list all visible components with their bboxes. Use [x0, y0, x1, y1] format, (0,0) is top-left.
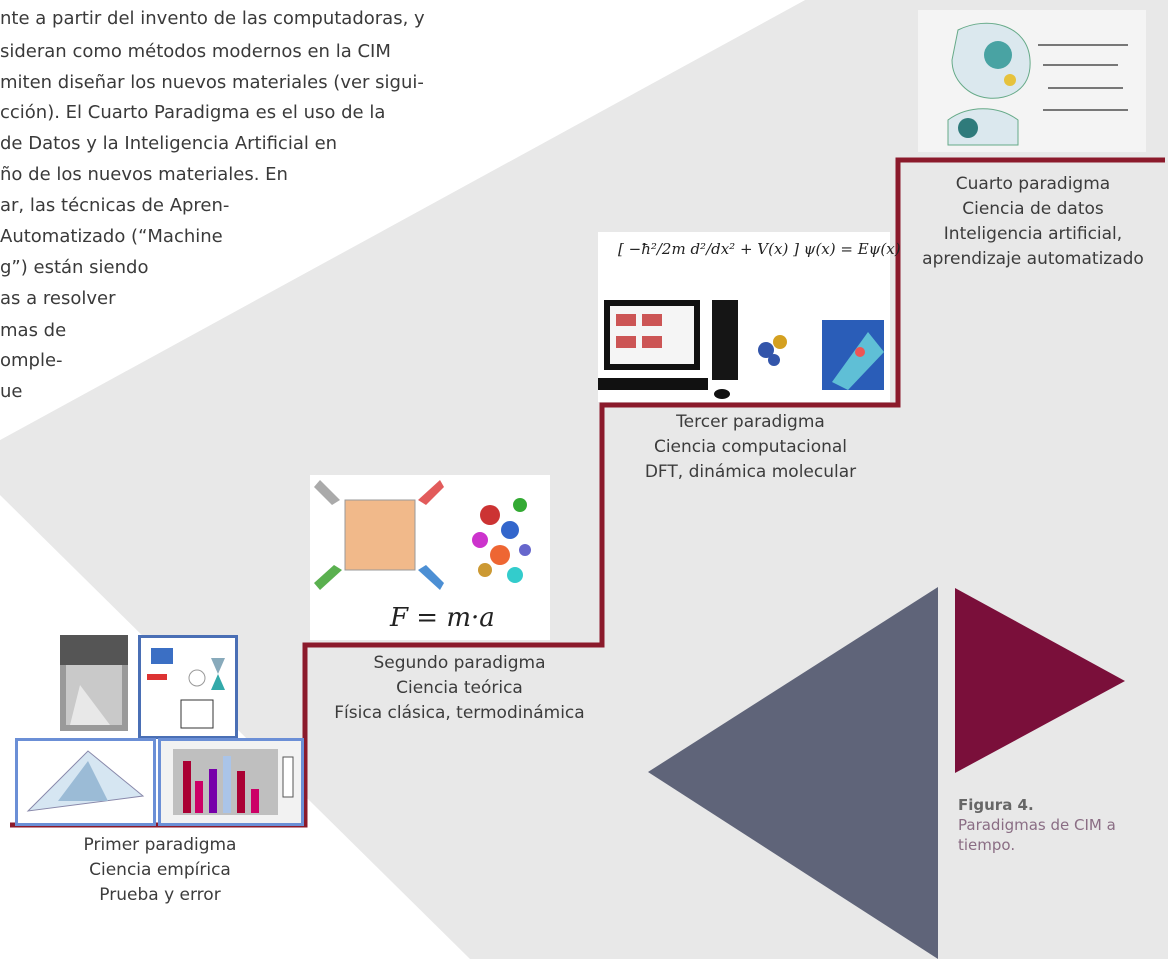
slate-triangle [648, 587, 938, 959]
paradigm-2-caption: Segundo paradigma Ciencia teórica Física… [312, 651, 607, 726]
body-line: miten diseñar los nuevos materiales (ver… [0, 72, 424, 93]
body-line: sideran como métodos modernos en la CIM [0, 41, 391, 62]
upper-left-white [0, 0, 805, 440]
triangle-diagram [15, 738, 156, 826]
experiment-photos [60, 635, 128, 731]
paradigm-4-caption: Cuarto paradigma Ciencia de datos Inteli… [902, 172, 1164, 272]
computer-workstation: [ −ħ²/2m d²/dx² + V(x) ] ψ(x) = Eψ(x) [598, 232, 901, 402]
body-line: Automatizado (“Machine [0, 226, 223, 247]
body-line: nte a partir del invento de las computad… [0, 8, 425, 29]
paradigm-1-line3: Prueba y error [99, 885, 221, 905]
paradigm-4-line2: Ciencia de datos [962, 199, 1104, 219]
body-line: ar, las técnicas de Apren- [0, 195, 230, 216]
body-line: ue [0, 381, 23, 402]
body-line: mas de [0, 320, 67, 341]
paradigm-4-line4: aprendizaje automatizado [922, 249, 1144, 269]
paradigm-2-name: Segundo paradigma [373, 653, 546, 673]
bar-chart-3d [158, 738, 304, 826]
newton-equation: F = m·a [390, 603, 495, 633]
figure-caption: Figura 4. Paradigmas de CIM a tiempo. [958, 795, 1116, 855]
body-line: as a resolver [0, 288, 116, 309]
paradigm-2-line3: Física clásica, termodinámica [334, 703, 585, 723]
body-line: ño de los nuevos materiales. En [0, 164, 288, 185]
paradigm-3-line2: Ciencia computacional [653, 437, 848, 457]
thermo-diagram-small [138, 635, 238, 739]
paradigm-4-name: Cuarto paradigma [955, 174, 1111, 194]
paradigm-1-caption: Primer paradigma Ciencia empírica Prueba… [65, 833, 255, 908]
paradigm-1-line2: Ciencia empírica [89, 860, 231, 880]
stair-line [10, 157, 1165, 828]
body-line: cción). El Cuarto Paradigma es el uso de… [0, 102, 386, 123]
paradigm-1-name: Primer paradigma [83, 835, 237, 855]
maroon-triangle [955, 588, 1125, 773]
figure-caption-line2: tiempo. [958, 836, 1016, 854]
body-line: omple- [0, 350, 63, 371]
molecule-cloud [472, 498, 531, 583]
body-line: g”) están siendo [0, 257, 149, 278]
paradigm-3-line3: DFT, dinámica molecular [644, 462, 857, 482]
schrodinger-equation: [ −ħ²/2m d²/dx² + V(x) ] ψ(x) = Eψ(x) [618, 240, 901, 258]
thermo-diagram: F = m·a [310, 475, 550, 640]
body-paragraph: nte a partir del invento de las computad… [0, 0, 560, 430]
paradigm-4-line3: Inteligencia artificial, [943, 224, 1123, 244]
ai-head-illustration [918, 10, 1146, 152]
body-line: de Datos y la Inteligencia Artificial en [0, 133, 338, 154]
figure-number: Figura 4. [958, 796, 1034, 814]
paradigm-2-line2: Ciencia teórica [396, 678, 523, 698]
paradigm-3-name: Tercer paradigma [676, 412, 825, 432]
paradigm-3-caption: Tercer paradigma Ciencia computacional D… [608, 410, 893, 485]
figure-caption-line1: Paradigmas de CIM a [958, 816, 1116, 834]
